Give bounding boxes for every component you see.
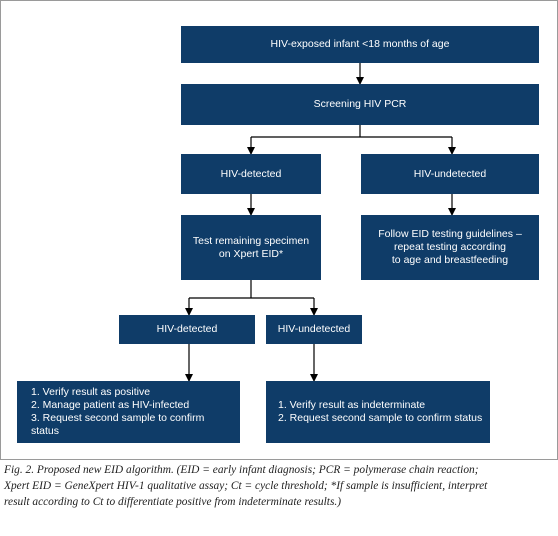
node-line: repeat testing according: [393, 241, 507, 253]
hiv-detected-node-1-text: HIV-detected: [221, 168, 282, 181]
caption-line: result according to Ct to differentiate …: [4, 496, 342, 508]
screening-pcr-node-text: Screening HIV PCR: [314, 98, 407, 111]
infant-node: HIV-exposed infant <18 months of age: [181, 26, 539, 63]
caption-line: Xpert EID = GeneXpert HIV-1 qualitative …: [4, 480, 488, 492]
node-line: HIV-detected: [220, 167, 282, 180]
hiv-undetected-node-2-text: HIV-undetected: [278, 323, 350, 336]
node-line: 1. Verify result as positive: [31, 386, 151, 398]
node-line: HIV-undetected: [413, 167, 487, 180]
node-line: 2. Manage patient as HIV-infected: [31, 399, 190, 411]
node-line: 1. Verify result as indeterminate: [278, 399, 426, 411]
hiv-detected-node-1: HIV-detected: [181, 154, 321, 194]
screening-pcr-node: Screening HIV PCR: [181, 84, 539, 125]
connectors: [185, 63, 456, 382]
infant-node-text: HIV-exposed infant <18 months of age: [271, 38, 450, 51]
caption-line: Fig. 2. Proposed new EID algorithm. (EID…: [4, 464, 479, 476]
figure-caption: Fig. 2. Proposed new EID algorithm. (EID…: [4, 462, 556, 510]
node-line: to age and breastfeeding: [391, 254, 509, 266]
hiv-undetected-node-1: HIV-undetected: [361, 154, 539, 194]
follow-eid-guidelines-node-text: Follow EID testing guidelines –repeat te…: [378, 228, 522, 267]
hiv-detected-node-2-text: HIV-detected: [157, 323, 218, 336]
node-line: HIV-exposed infant <18 months of age: [270, 38, 450, 50]
node-line: HIV-undetected: [277, 323, 351, 335]
node-line: on Xpert EID*: [218, 247, 284, 260]
node-line: Screening HIV PCR: [313, 98, 407, 110]
node-line: HIV-detected: [156, 323, 218, 335]
hiv-undetected-node-2: HIV-undetected: [266, 315, 362, 344]
hiv-undetected-node-1-text: HIV-undetected: [414, 168, 486, 181]
node-line: Follow EID testing guidelines –: [378, 228, 522, 240]
hiv-detected-node-2: HIV-detected: [119, 315, 255, 344]
node-line: 2. Request second sample to confirm stat…: [278, 412, 483, 424]
follow-eid-guidelines-node: Follow EID testing guidelines –repeat te…: [361, 215, 539, 280]
node-line: 3. Request second sample to confirm stat…: [31, 412, 205, 437]
node-line: Test remaining specimen: [192, 234, 310, 247]
